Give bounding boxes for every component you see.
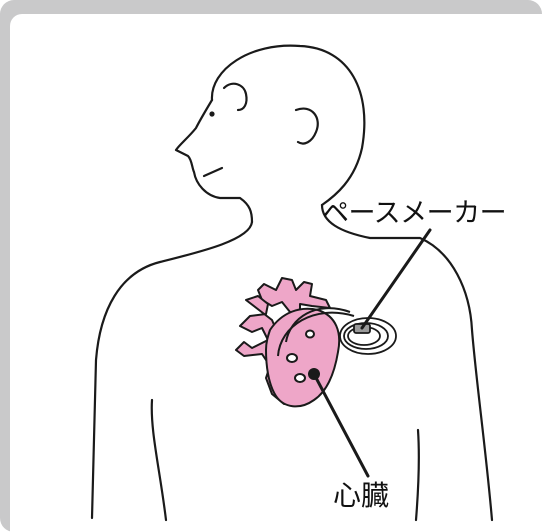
heart-illustration (236, 278, 354, 406)
face-outline (176, 100, 252, 222)
heart-chamber-2 (295, 374, 305, 382)
heart-body (266, 309, 339, 407)
heart-chamber-1 (287, 354, 297, 362)
head-outline (212, 46, 364, 205)
pacemaker-device (340, 318, 396, 354)
heart-label: 心臓 (333, 482, 389, 510)
eyebrow-outline (224, 84, 247, 110)
pacemaker-label: ペースメーカー (322, 200, 506, 227)
right-torso-line (416, 430, 419, 520)
mouth-line (204, 168, 222, 176)
heart-pointer-dot (308, 368, 320, 380)
heart-leader-line (314, 374, 368, 476)
pacemaker-leader-line (362, 230, 430, 328)
eye-dot (209, 111, 214, 116)
right-shoulder-outline (322, 205, 492, 520)
heart-chamber-3 (306, 331, 314, 338)
ear-outline (296, 109, 318, 144)
left-shoulder-outline (92, 222, 252, 518)
left-torso-line (152, 400, 166, 520)
